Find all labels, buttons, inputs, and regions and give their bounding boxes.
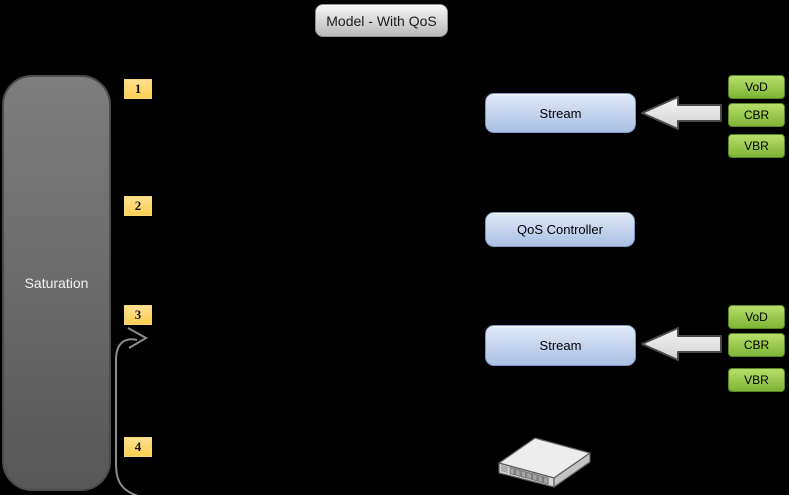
source-vod-bottom: VoD bbox=[728, 305, 785, 329]
step-marker-3: 3 bbox=[124, 305, 152, 325]
stream-bottom-node: Stream bbox=[485, 325, 636, 366]
network-switch-icon bbox=[498, 437, 591, 488]
step-marker-4: 4 bbox=[124, 437, 152, 457]
step-marker-1: 1 bbox=[124, 79, 152, 99]
saturation-shape: Saturation bbox=[2, 75, 111, 491]
source-vod-top: VoD bbox=[728, 75, 785, 99]
curved-arrow-icon bbox=[115, 327, 149, 495]
step-marker-2: 2 bbox=[124, 196, 152, 216]
source-cbr-top: CBR bbox=[728, 103, 785, 127]
stream-top-node: Stream bbox=[485, 93, 636, 133]
saturation-label: Saturation bbox=[24, 275, 89, 291]
block-arrow-left-icon bbox=[641, 327, 722, 361]
block-arrow-left-icon bbox=[641, 96, 722, 130]
source-cbr-bottom: CBR bbox=[728, 333, 785, 357]
source-vbr-bottom: VBR bbox=[728, 368, 785, 392]
source-vbr-top: VBR bbox=[728, 134, 785, 158]
qos-controller-node: QoS Controller bbox=[485, 212, 635, 247]
diagram-title: Model - With QoS bbox=[315, 4, 448, 37]
